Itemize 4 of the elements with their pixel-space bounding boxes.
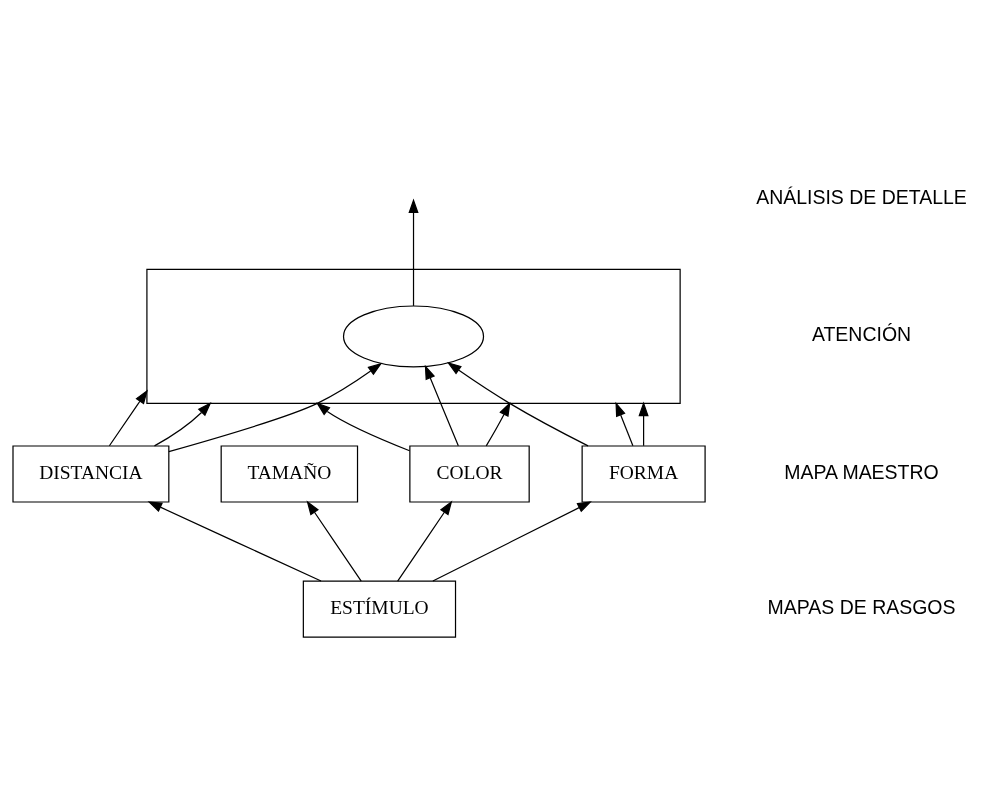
label: ATENCIÓN: [811, 322, 912, 345]
label: MAPAS DE RASGOS: [767, 595, 956, 618]
label: MAPA MAESTRO: [784, 460, 939, 483]
label: ANÁLISIS DE DETALLE: [756, 185, 967, 207]
